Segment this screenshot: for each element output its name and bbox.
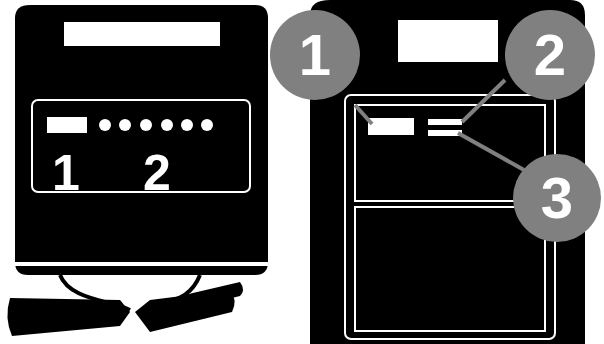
part-number: 2 [143,148,171,198]
callout-number: 2 [534,26,566,84]
part-number: 1 [52,148,80,198]
callout-number: 1 [299,26,331,84]
callout-number: 3 [541,169,573,227]
